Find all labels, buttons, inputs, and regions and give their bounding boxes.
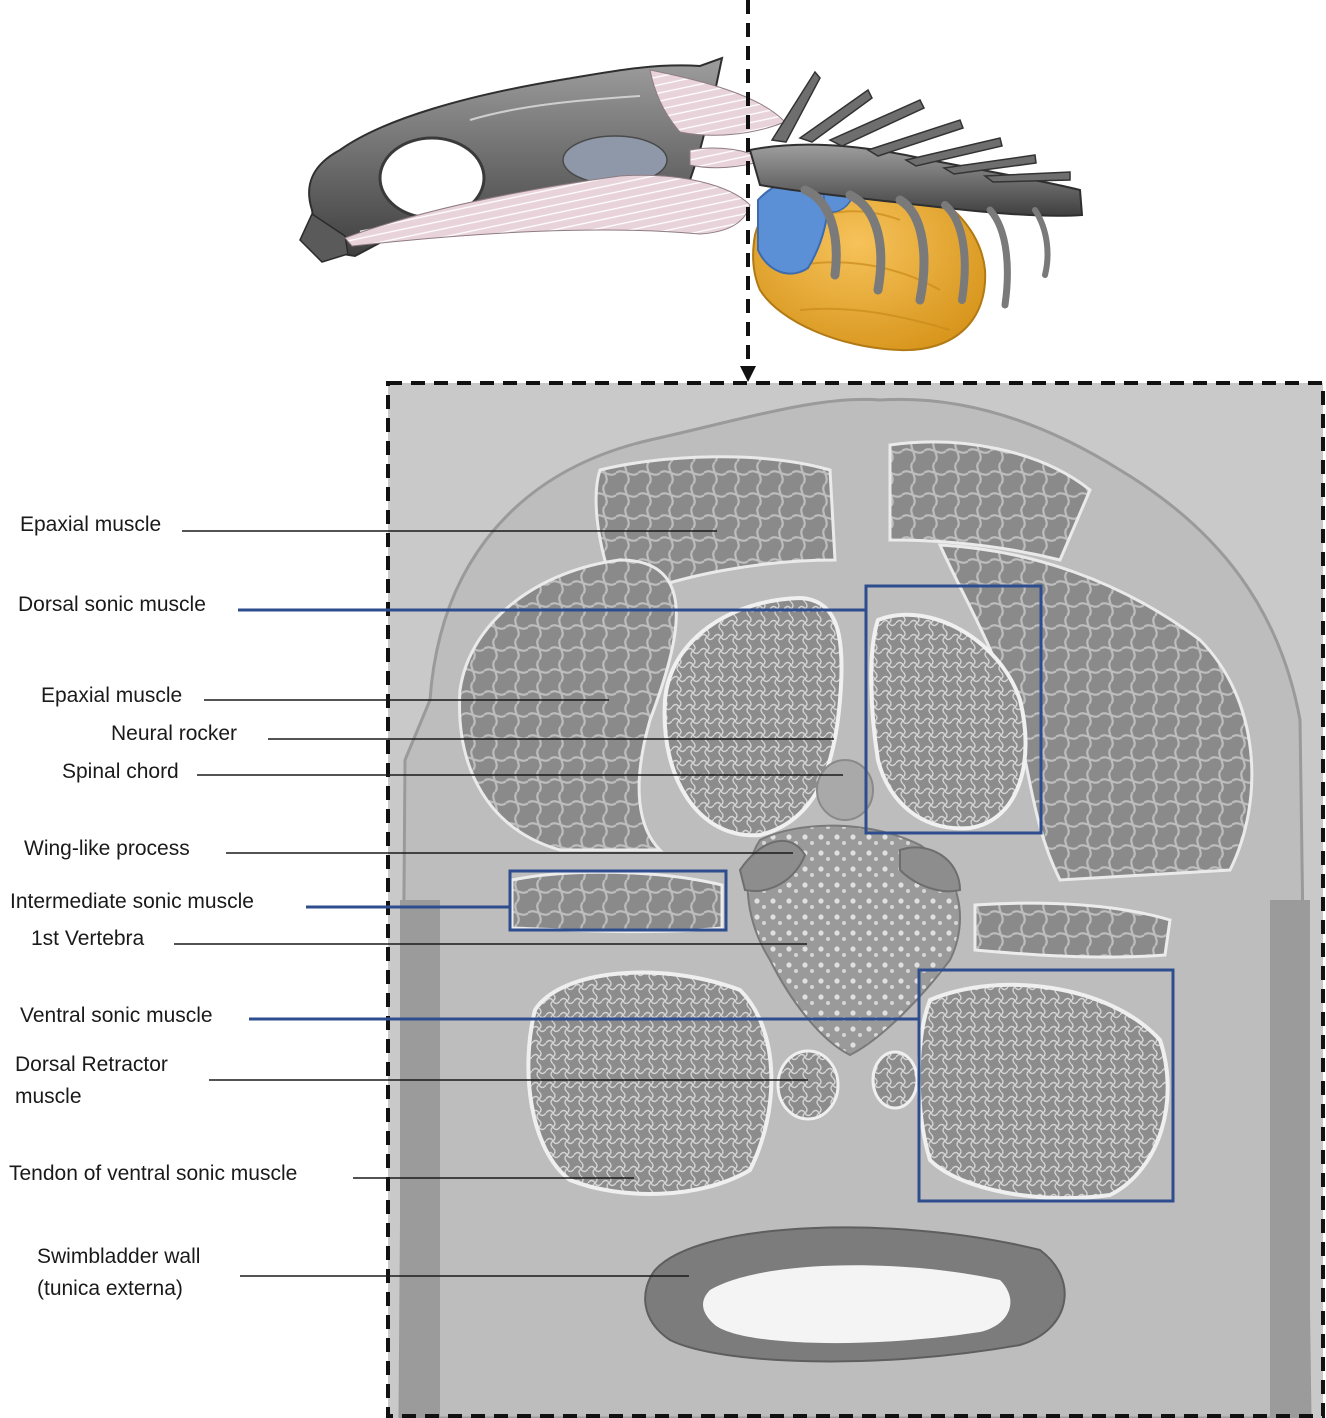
label-intermediate-sonic-muscle: Intermediate sonic muscle bbox=[10, 886, 254, 918]
label-neural-rocker: Neural rocker bbox=[111, 718, 237, 750]
skull-3d-render bbox=[300, 58, 785, 262]
label-dorsal-retractor-line1: Dorsal Retractor bbox=[15, 1049, 168, 1081]
label-wing-like-process: Wing-like process bbox=[24, 833, 190, 865]
histology-section bbox=[388, 383, 1323, 1418]
label-first-vertebra: 1st Vertebra bbox=[31, 923, 144, 955]
vertebrae-3d-render bbox=[750, 72, 1082, 350]
label-ventral-sonic-muscle: Ventral sonic muscle bbox=[20, 1000, 213, 1032]
section-plane-arrow bbox=[740, 0, 756, 382]
label-tendon-ventral-sonic: Tendon of ventral sonic muscle bbox=[9, 1158, 297, 1190]
label-swimbladder-line2: (tunica externa) bbox=[37, 1273, 183, 1305]
label-dorsal-retractor-line2: muscle bbox=[15, 1081, 82, 1113]
label-swimbladder-line1: Swimbladder wall bbox=[37, 1241, 200, 1273]
label-dorsal-sonic-muscle: Dorsal sonic muscle bbox=[18, 589, 206, 621]
label-spinal-chord: Spinal chord bbox=[62, 756, 179, 788]
label-epaxial-muscle-lower: Epaxial muscle bbox=[41, 680, 182, 712]
label-epaxial-muscle-upper: Epaxial muscle bbox=[20, 509, 161, 541]
